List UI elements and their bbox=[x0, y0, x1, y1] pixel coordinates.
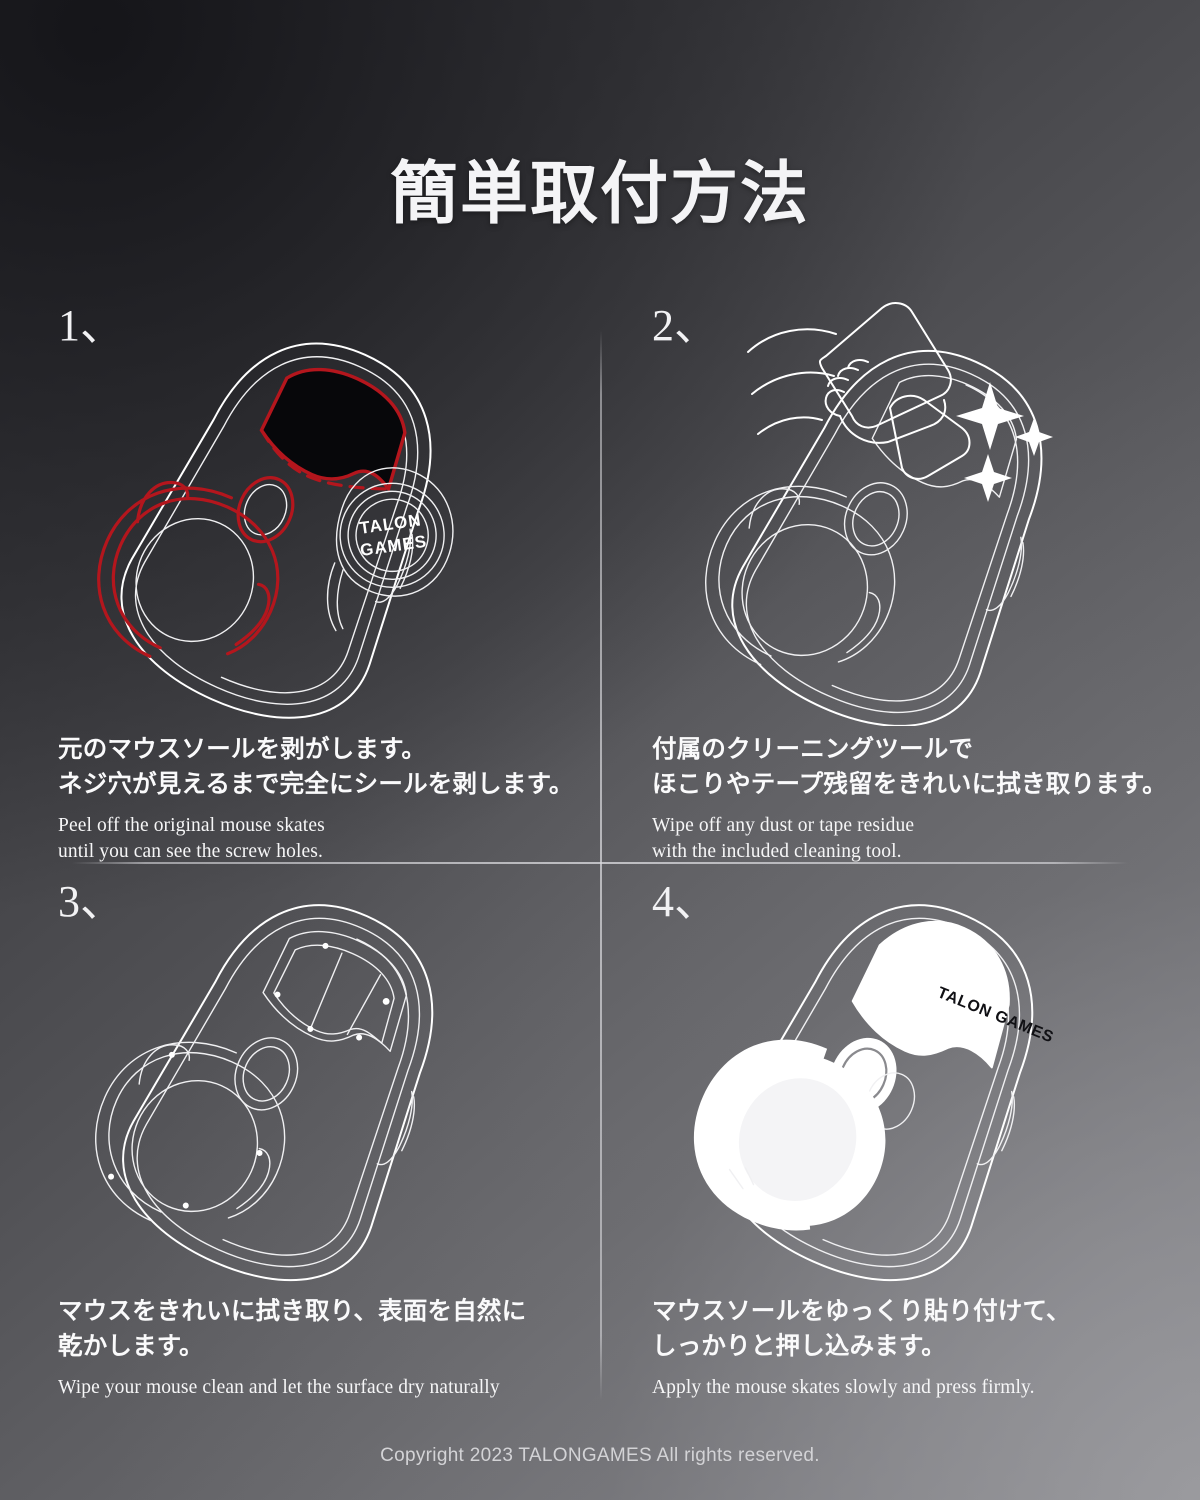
step-number: 4、 bbox=[652, 877, 718, 926]
caption-en: Wipe your mouse clean and let the surfac… bbox=[58, 1376, 500, 1398]
skate-logo-line2: GAMES bbox=[359, 532, 428, 560]
step-3: 3、 bbox=[0, 862, 600, 1422]
caption-en: Peel off the original mouse skates until… bbox=[58, 814, 325, 863]
step-1-illustration: TALON GAMES bbox=[97, 342, 454, 719]
step-number: 3、 bbox=[58, 877, 124, 926]
caption-jp: マウスソールをゆっくり貼り付けて、 しっかりと押し込みます。 bbox=[652, 1296, 1071, 1360]
caption-jp: 元のマウスソールを剥がします。 ネジ穴が見えるまで完全にシールを剥します。 bbox=[58, 734, 574, 798]
caption-en: Apply the mouse skates slowly and press … bbox=[652, 1376, 1035, 1398]
page-title: 簡単取付方法 bbox=[389, 154, 810, 234]
step-number: 1、 bbox=[58, 301, 124, 350]
caption-jp: マウスをきれいに拭き取り、表面を自然に 乾かします。 bbox=[58, 1296, 527, 1360]
step-number: 2、 bbox=[652, 301, 718, 350]
copyright-footer: Copyright 2023 TALONGAMES All rights res… bbox=[380, 1445, 820, 1466]
horizontal-divider bbox=[72, 862, 1128, 864]
skate-logo-line1: TALON bbox=[358, 510, 422, 537]
vertical-divider bbox=[600, 330, 602, 1400]
step-2: 2、 bbox=[600, 286, 1200, 862]
step-caption: 元のマウスソールを剥がします。 ネジ穴が見えるまで完全にシールを剥します。 Pe… bbox=[58, 732, 588, 866]
step-1: 1、 bbox=[0, 286, 600, 863]
step-caption: マウスをきれいに拭き取り、表面を自然に 乾かします。 Wipe your mou… bbox=[58, 1294, 588, 1401]
skate-logo: TALON GAMES bbox=[935, 984, 1056, 1046]
step-caption: 付属のクリーニングツールで ほこりやテープ残留をきれいに拭き取ります。 Wipe… bbox=[652, 732, 1182, 866]
step-caption: マウスソールをゆっくり貼り付けて、 しっかりと押し込みます。 Apply the… bbox=[652, 1294, 1182, 1401]
step-4: 4、 bbox=[600, 862, 1200, 1422]
caption-jp: 付属のクリーニングツールで ほこりやテープ残留をきれいに拭き取ります。 bbox=[652, 734, 1167, 798]
caption-en: Wipe off any dust or tape residue with t… bbox=[652, 814, 915, 863]
step-2-illustration bbox=[705, 302, 1053, 726]
